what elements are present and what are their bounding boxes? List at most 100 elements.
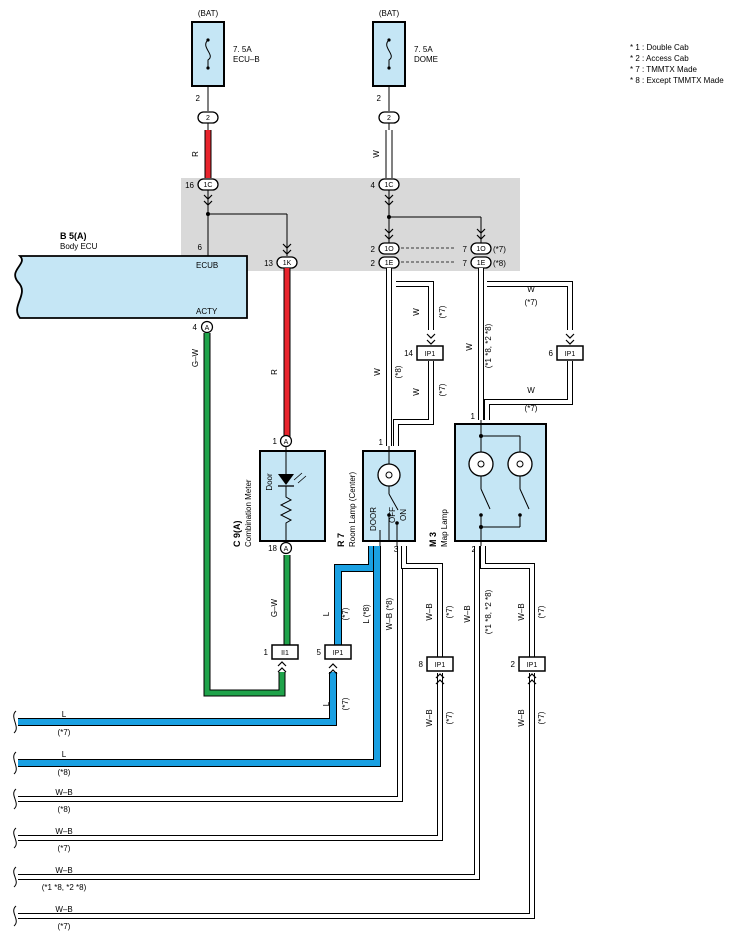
ecub-label: ECUB (196, 261, 218, 270)
wire-note: (*8) (394, 365, 403, 378)
fuse-connector: 2 (387, 115, 391, 122)
wire-note: (*7) (537, 605, 546, 618)
ip-label: IP1 (435, 662, 446, 669)
fuse-name: ECU–B (233, 55, 260, 64)
fuse-pin: 2 (196, 94, 201, 103)
fuse-amp: 7. 5A (414, 45, 433, 54)
wire-w-room-lamp: W (*7) W (*7) W (*8) (373, 268, 447, 446)
fuse-source: (BAT) (198, 9, 219, 18)
map-lamp-name: Map Lamp (440, 509, 449, 547)
wire-label-l: L (322, 611, 331, 616)
wire-note: (*7) (438, 305, 447, 318)
ip-connector-5: 5 IP1 (317, 644, 352, 675)
fuse-amp: 7. 5A (233, 45, 252, 54)
wire-r-meter: R (270, 268, 291, 437)
wire-label-w: W (412, 308, 421, 316)
jb-pin: 2 (371, 245, 376, 254)
jb-connector: 1O (476, 246, 486, 253)
output-color: L (62, 750, 67, 759)
wire-label-w: W (412, 388, 421, 396)
wire-label-l: L (322, 701, 331, 706)
jb-connector: 1K (283, 260, 292, 267)
ip-pin: 2 (511, 660, 516, 669)
map-lamp-code: M 3 (428, 532, 438, 547)
room-lamp: 1 DOOR OFF ON 2 3 R 7 Room Lamp (Center) (336, 438, 416, 554)
body-ecu-code: B 5(A) (60, 231, 87, 241)
jb-connector: 1O (384, 246, 394, 253)
wire-label-wb: W–B (517, 603, 526, 620)
ip-connector-14: 14 IP1 (404, 345, 444, 361)
note-1: * 1 : Double Cab (630, 43, 689, 52)
wire-label-wb: W–B (517, 709, 526, 726)
wire-label-wb: W–B (425, 603, 434, 620)
output-note: (*8) (58, 805, 71, 814)
output-color: W–B (55, 866, 72, 875)
room-lamp-on: ON (399, 509, 408, 521)
ip-connector-6: 6 IP1 (549, 345, 584, 361)
wire-label-w: W (372, 150, 381, 158)
map-lamp: 1 2 M 3 Map Lamp (428, 412, 547, 554)
jb-pin: 4 (371, 181, 376, 190)
wire-label-r: R (191, 151, 200, 157)
fuse-name: DOME (414, 55, 438, 64)
jb-connector: 1C (204, 182, 213, 189)
output-note: (*7) (58, 922, 71, 931)
jb-pin: 6 (198, 243, 203, 252)
meter-pin: 1 (273, 437, 278, 446)
output-color: L (62, 710, 67, 719)
combination-meter: 1 A Door 18 A C 9(A) Combination Meter (232, 434, 326, 555)
wire-w-map-lamp: W (*7) W (*7) W (*1 *8, *2 *8) (465, 268, 575, 420)
body-ecu-name: Body ECU (60, 242, 98, 251)
room-lamp-door: DOOR (369, 507, 378, 531)
fuse-pin: 2 (377, 94, 382, 103)
acty-pin: 4 (193, 323, 198, 332)
note-2: * 2 : Access Cab (630, 54, 689, 63)
output-color: W–B (55, 788, 72, 797)
acty-label: ACTY (196, 307, 218, 316)
note-4: * 8 : Except TMMTX Made (630, 76, 724, 85)
wire-label-wb: W–B (463, 605, 472, 622)
wire-note: (*7) (445, 711, 454, 724)
notes: * 1 : Double Cab * 2 : Access Cab * 7 : … (630, 43, 724, 85)
ip-connector-8: 8 IP1 (419, 656, 454, 685)
jb-note: (*8) (493, 259, 506, 268)
map-lamp-pin: 1 (471, 412, 476, 421)
jb-connector: 1C (385, 182, 394, 189)
wire-label-gw: G–W (270, 598, 279, 617)
wire-label-w: W (527, 386, 535, 395)
meter-connector: A (284, 546, 289, 553)
jb-connector: 1E (385, 260, 394, 267)
room-lamp-name: Room Lamp (Center) (348, 472, 357, 547)
wire-note: (*7) (445, 605, 454, 618)
wire-note: (*7) (341, 607, 350, 620)
acty-connector: A (205, 325, 210, 332)
wire-r-ecub: R (191, 130, 212, 178)
room-lamp-off: OFF (388, 507, 397, 523)
wire-label-wb: W–B (*8) (385, 597, 394, 630)
outputs: L (*7) L (*8) W–B (*8) W–B (*7) W–B (*1 … (13, 710, 87, 931)
wire-note: (*1 *8, *2 *8) (484, 323, 493, 368)
wire-l: L (*7) L (*8) L (*7) (18, 546, 381, 767)
ip-label: IP1 (425, 351, 436, 358)
wire-note: (*7) (438, 383, 447, 396)
ip-label: IP1 (527, 662, 538, 669)
wire-wb: W–B (*8) W–B (*7) W–B (*7) W–B (*1 *8, *… (18, 546, 546, 919)
note-3: * 7 : TMMTX Made (630, 65, 698, 74)
jb-pin: 2 (371, 259, 376, 268)
wire-note: (*7) (341, 697, 350, 710)
wire-label-wb: W–B (425, 709, 434, 726)
output-note: (*7) (58, 728, 71, 737)
meter-name: Combination Meter (244, 479, 253, 547)
jb-note: (*7) (493, 245, 506, 254)
output-note: (*8) (58, 768, 71, 777)
fuse-source: (BAT) (379, 9, 400, 18)
ip-pin: 5 (317, 648, 322, 657)
ip-pin: 14 (404, 349, 413, 358)
wire-note: (*7) (537, 711, 546, 724)
ip-pin: 1 (264, 648, 269, 657)
output-color: W–B (55, 827, 72, 836)
jb-pin: 7 (463, 245, 468, 254)
output-note: (*7) (58, 844, 71, 853)
room-lamp-pin: 1 (379, 438, 384, 447)
